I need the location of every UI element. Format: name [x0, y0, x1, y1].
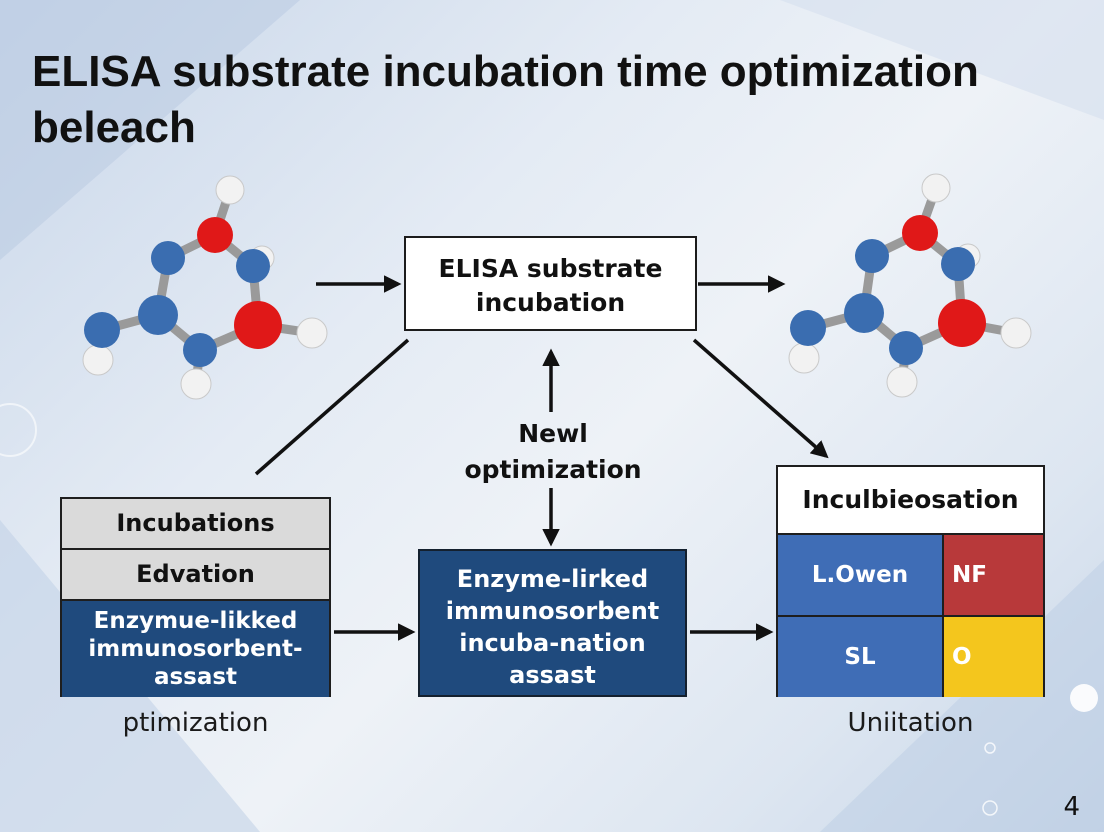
center-process-box: ELISA substrate incubation: [404, 236, 697, 331]
right-result-box: Inculbieosation L.Owen NF SL O: [776, 465, 1045, 697]
mid-box-line3: incuba-nation: [459, 629, 646, 657]
left-stack-row-3-line2: immunosorbent-: [88, 636, 303, 662]
left-stack-row-2: Edvation: [62, 550, 329, 601]
grid-cell-bottom-left: SL: [778, 617, 942, 697]
line-center-to-left-stack: [254, 338, 410, 476]
mid-box-line1: Enzyme-lirked: [456, 565, 649, 593]
right-box-header: Inculbieosation: [778, 467, 1043, 535]
center-box-line1: ELISA substrate: [438, 254, 663, 283]
slide-title: ELISA substrate incubation time optimiza…: [32, 47, 979, 152]
right-box-grid: L.Owen NF SL O: [778, 535, 1043, 697]
grid-cell-top-right: NF: [942, 535, 1043, 617]
caption-right: Uniitation: [847, 708, 974, 738]
center-label: Newl optimization: [440, 416, 666, 488]
left-stack-box: Incubations Edvation Enzymue-likked immu…: [60, 497, 331, 697]
middle-process-box: Enzyme-lirked immunosorbent incuba-natio…: [418, 549, 687, 697]
mid-box-line4: assast: [509, 661, 596, 689]
arrow-center-to-right-box: [692, 338, 829, 459]
left-stack-row-1: Incubations: [62, 499, 329, 550]
left-stack-row-3: Enzymue-likked immunosorbent- assast: [62, 601, 329, 697]
molecule-left-icon: [82, 175, 328, 400]
center-box-line2: incubation: [475, 288, 626, 317]
caption-left: ptimization: [122, 708, 269, 738]
grid-cell-top-left: L.Owen: [778, 535, 942, 617]
center-label-line1: Newl: [518, 419, 588, 448]
molecule-right-icon: [788, 173, 1032, 398]
grid-cell-bottom-right: O: [942, 617, 1043, 697]
mid-box-line2: immunosorbent: [445, 597, 660, 625]
left-stack-row-3-line1: Enzymue-likked: [93, 608, 298, 634]
page-number: 4: [1063, 792, 1080, 822]
center-label-line2: optimization: [464, 455, 642, 484]
left-stack-row-3-line3: assast: [153, 664, 238, 690]
